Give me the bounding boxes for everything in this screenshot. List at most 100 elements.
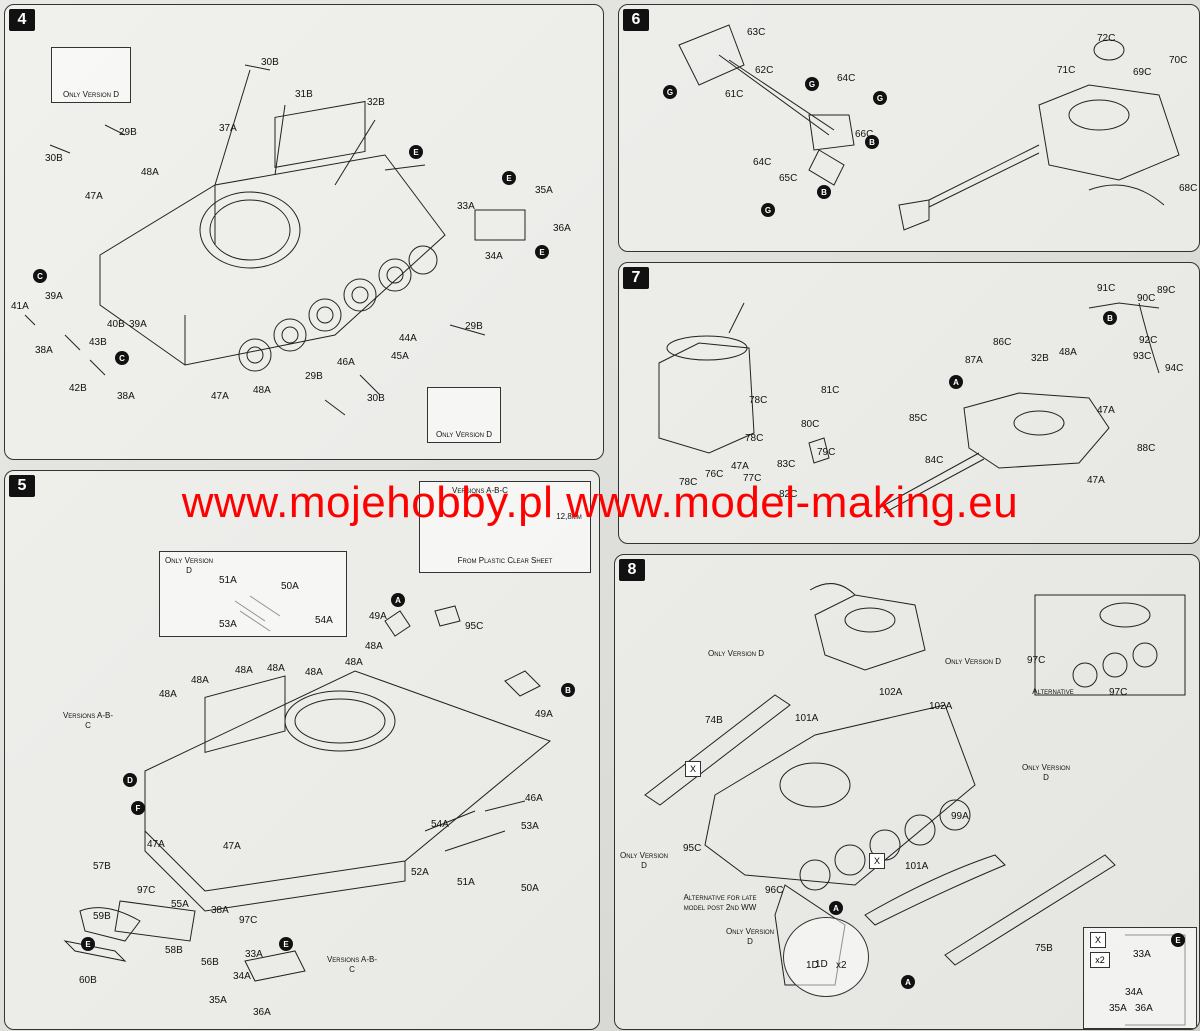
badge-a: A — [901, 975, 915, 989]
part-number-label: 81C — [821, 385, 840, 396]
part-number-label: 91C — [1097, 283, 1116, 294]
part-number-label: 49A — [535, 709, 553, 720]
part-number-label: 47A — [85, 191, 103, 202]
part-number-label: 38A — [117, 391, 135, 402]
versions-abc-label: Versions A-B-C — [326, 955, 378, 974]
part-number-label: 56B — [201, 957, 219, 968]
part-number-label: 51A — [457, 877, 475, 888]
badge-g: G — [805, 77, 819, 91]
part-number-label: 54A — [315, 615, 333, 626]
part-number-label: 47A — [147, 839, 165, 850]
part-number-label: 97C — [1109, 687, 1128, 698]
part-number-label: 65C — [779, 173, 798, 184]
part-number-label: 36A — [1135, 1003, 1153, 1014]
part-number-label: 32B — [367, 97, 385, 108]
part-number-label: 64C — [837, 73, 856, 84]
part-number-label: 48A — [159, 689, 177, 700]
badge-f: F — [131, 801, 145, 815]
part-number-label: 48A — [253, 385, 271, 396]
part-number-label: 49A — [369, 611, 387, 622]
part-number-label: 102A — [929, 701, 953, 712]
step-number: 7 — [623, 267, 649, 289]
step-number: 5 — [9, 475, 35, 497]
part-number-label: 33A — [1133, 949, 1151, 960]
part-number-label: 101A — [795, 713, 819, 724]
part-number-label: 78C — [679, 477, 698, 488]
badge-c: C — [33, 269, 47, 283]
part-number-label: 90C — [1137, 293, 1156, 304]
alternative-late-model-label: Alternative for late model post 2nd WW — [683, 893, 757, 912]
x-mark: X — [685, 761, 701, 777]
only-version-d-inset: Only Version D — [159, 551, 347, 637]
part-number-label: 30B — [45, 153, 63, 164]
part-number-label: 46A — [525, 793, 543, 804]
gun-assembly-drawing — [678, 24, 1180, 231]
only-version-d-label: Only Version D — [707, 649, 764, 658]
part-number-label: 71C — [1057, 65, 1076, 76]
part-number-label: 68C — [1179, 183, 1198, 194]
part-number-label: 48A — [267, 663, 285, 674]
part-number-label: 75B — [1035, 943, 1053, 954]
step-4-panel: 4 — [4, 4, 604, 460]
part-number-label: 87A — [965, 355, 983, 366]
part-number-label: 92C — [1139, 335, 1158, 346]
part-number-label: 30B — [367, 393, 385, 404]
only-version-d-label: Only Version D — [944, 657, 1001, 666]
part-number-label: 51A — [219, 575, 237, 586]
part-number-label: 86C — [993, 337, 1012, 348]
part-number-label: 61C — [725, 89, 744, 100]
part-number-label: 40B — [107, 319, 125, 330]
part-number-label: 52A — [411, 867, 429, 878]
part-number-label: 35A — [209, 995, 227, 1006]
part-number-label: 35A — [1109, 1003, 1127, 1014]
part-number-label: 50A — [521, 883, 539, 894]
part-number-label: 74B — [705, 715, 723, 726]
part-number-label: 55A — [171, 899, 189, 910]
part-number-label: 53A — [219, 619, 237, 630]
part-label: x2 — [836, 960, 847, 971]
part-number-label: 69C — [1133, 67, 1152, 78]
versions-abc-label: Versions A-B-C — [62, 711, 114, 730]
part-number-label: 70C — [1169, 55, 1188, 66]
part-number-label: 48A — [235, 665, 253, 676]
hull-top-drawing — [63, 595, 551, 982]
part-number-label: 47A — [1087, 475, 1105, 486]
part-number-label: 78C — [749, 395, 768, 406]
part-number-label: 48A — [305, 667, 323, 678]
final-assembly-drawing — [644, 583, 1186, 1026]
part-number-label: 88C — [1137, 443, 1156, 454]
badge-e: E — [502, 171, 516, 185]
step-8-panel: 8 Only Version D — [614, 554, 1200, 1030]
part-number-label: 79C — [817, 447, 836, 458]
part-number-label: 38A — [35, 345, 53, 356]
only-version-d-inset-bottom: Only Version D — [427, 387, 501, 443]
part-number-label: 33A — [245, 949, 263, 960]
part-number-label: 102A — [879, 687, 903, 698]
part-number-label: 97C — [239, 915, 258, 926]
badge-e: E — [81, 937, 95, 951]
part-number-label: 1D — [815, 959, 828, 970]
part-number-label: 36A — [253, 1007, 271, 1018]
step-number: 8 — [619, 559, 645, 581]
part-number-label: 35A — [535, 185, 553, 196]
part-number-label: 47A — [223, 841, 241, 852]
part-number-label: 60B — [79, 975, 97, 986]
step-number: 4 — [9, 9, 35, 31]
x-mark: X — [869, 853, 885, 869]
part-number-label: 29B — [119, 127, 137, 138]
part-number-label: 30B — [261, 57, 279, 68]
badge-g: G — [761, 203, 775, 217]
part-number-label: 31B — [295, 89, 313, 100]
part-number-label: 48A — [191, 675, 209, 686]
part-number-label: 82C — [779, 489, 798, 500]
badge-a: A — [949, 375, 963, 389]
part-number-label: 39A — [45, 291, 63, 302]
only-version-d-label: Only Version D — [1021, 763, 1070, 782]
part-number-label: 97C — [137, 885, 156, 896]
badge-g: G — [873, 91, 887, 105]
only-version-d-label: Only Version D — [619, 851, 668, 870]
turret-drawing — [658, 302, 1160, 514]
part-number-label: 39A — [129, 319, 147, 330]
part-number-label: 76C — [705, 469, 724, 480]
